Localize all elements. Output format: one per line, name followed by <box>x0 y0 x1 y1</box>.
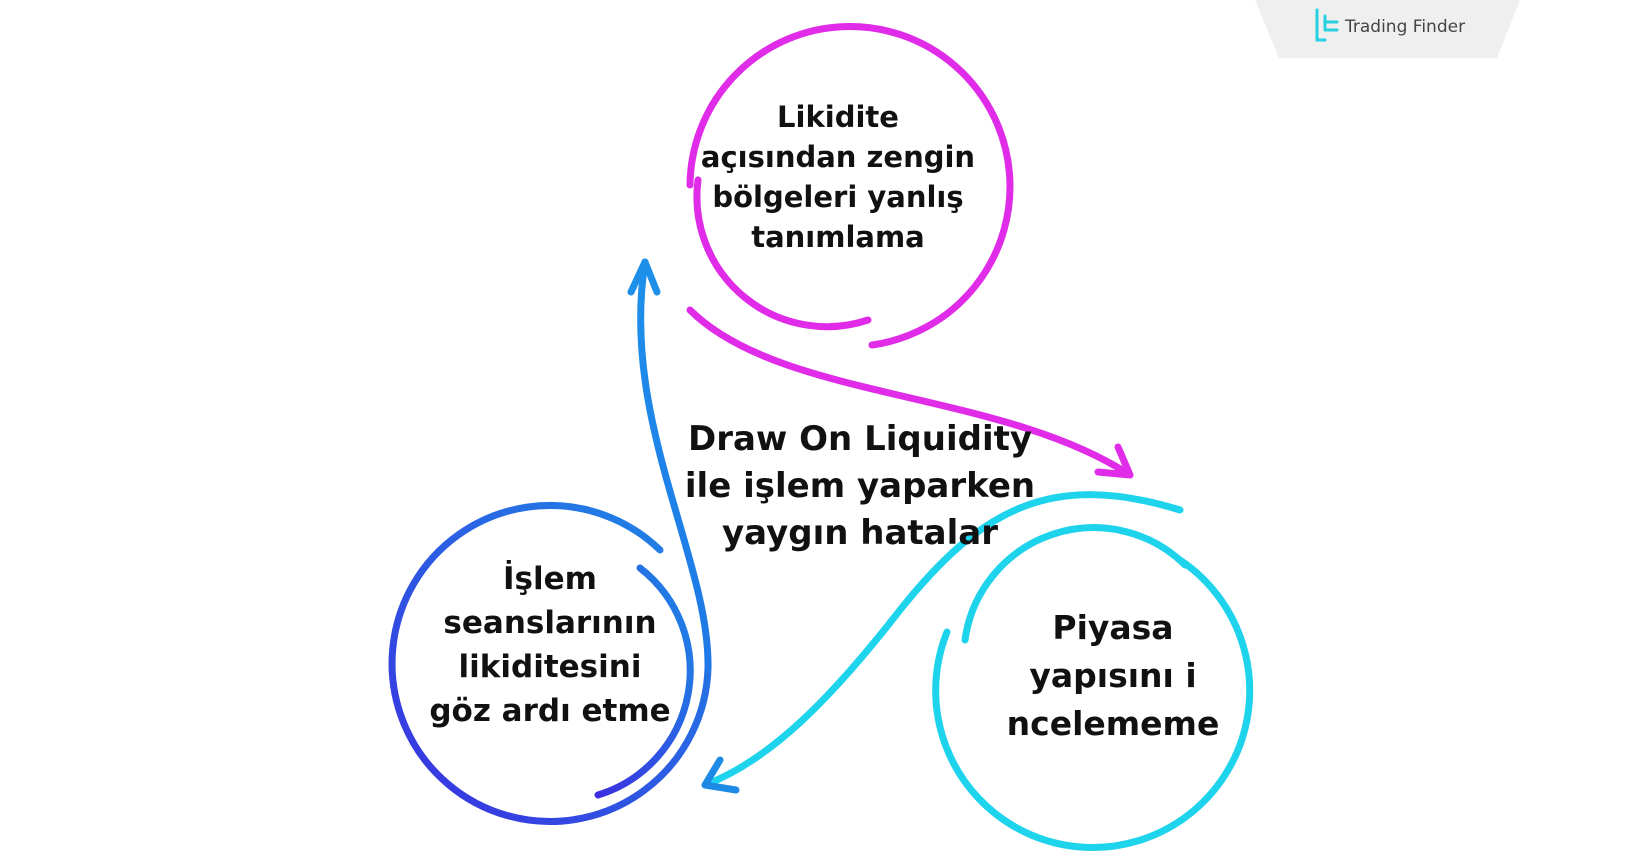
brand-name: Trading Finder <box>1345 17 1466 37</box>
node-left-label: İşlem seanslarının likiditesini göz ardı… <box>429 561 671 729</box>
center-title: Draw On Liquidity ile işlem yaparken yay… <box>684 419 1036 553</box>
node-right-label: Piyasa yapısını i ncelememe <box>1006 608 1220 743</box>
brand-logo: Trading Finder <box>1255 0 1520 58</box>
node-right-circle <box>932 524 1254 851</box>
arrow-left-to-top <box>627 258 712 672</box>
node-top-circle <box>686 23 1014 349</box>
arrow-right-to-left <box>701 491 1184 794</box>
logo-mark-icon <box>1315 8 1339 42</box>
logo-badge-shape <box>1255 0 1520 58</box>
arrow-top-to-right <box>686 306 1134 479</box>
node-top-label: Likidite açısından zengin bölgeleri yanl… <box>700 100 976 254</box>
node-left-circle <box>388 502 712 825</box>
